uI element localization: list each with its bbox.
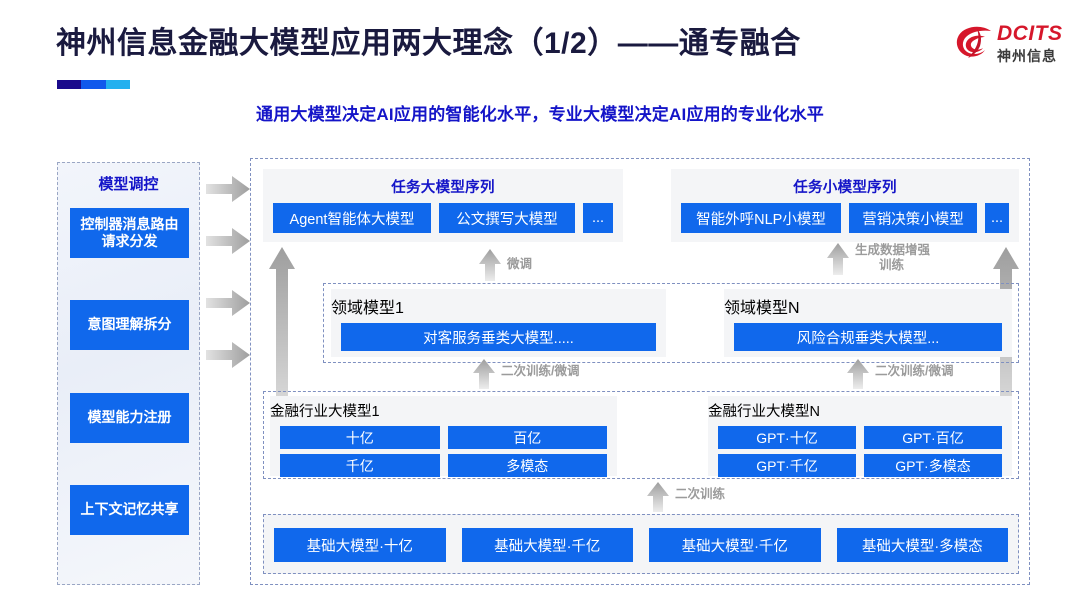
task-small-model-title: 任务小模型序列 <box>793 180 897 196</box>
control-item-router[interactable]: 控制器消息路由请求分发 <box>70 208 189 258</box>
control-item-intent[interactable]: 意图理解拆分 <box>70 300 189 350</box>
page-subtitle: 通用大模型决定AI应用的智能化水平，专业大模型决定AI应用的专业化水平 <box>256 105 824 124</box>
arrow-label-fine-tune: 微调 <box>507 257 533 271</box>
up-arrow-icon-retrain-left <box>473 359 495 389</box>
arrow-label-gen-data-aug-1: 生成数据增强 <box>855 243 931 257</box>
chip-base-billion[interactable]: 基础大模型·十亿 <box>274 528 446 562</box>
control-item-context-memory[interactable]: 上下文记忆共享 <box>70 485 189 535</box>
chip-task-small-more[interactable]: ... <box>985 203 1010 233</box>
company-logo: DCITS 神州信息 <box>955 22 1070 70</box>
chip-indn-gpt-multimodal[interactable]: GPT·多模态 <box>864 454 1002 477</box>
base-models-chips: 基础大模型·十亿 基础大模型·千亿 基础大模型·千亿 基础大模型·多模态 <box>264 515 1018 575</box>
model-control-title: 模型调控 <box>98 176 159 193</box>
up-arrow-icon-retrain-right <box>847 359 869 389</box>
chip-indn-gpt-billion[interactable]: GPT·十亿 <box>718 426 856 449</box>
model-control-panel: 模型调控 控制器消息路由请求分发 意图理解拆分 模型能力注册 上下文记忆共享 <box>57 162 200 585</box>
industry-model-n-chips: GPT·十亿 GPT·百亿 GPT·千亿 GPT·多模态 <box>708 421 1012 477</box>
domain-model-n-title: 领域模型N <box>724 300 800 317</box>
chip-base-hundred-billion-2[interactable]: 基础大模型·千亿 <box>649 528 821 562</box>
chip-ind1-hundred-billion[interactable]: 千亿 <box>280 454 440 477</box>
accent-bar <box>57 80 130 89</box>
task-large-model-title: 任务大模型序列 <box>391 180 495 196</box>
domain-models-wrapper: 领域模型1 对客服务垂类大模型..... 领域模型N 风险合规垂类大模型... <box>323 283 1019 363</box>
task-large-model-group: 任务大模型序列 Agent智能体大模型 公文撰写大模型 ... <box>263 169 623 242</box>
chip-customer-service-vertical-model[interactable]: 对客服务垂类大模型..... <box>341 323 656 351</box>
industry-model-1-group: 金融行业大模型1 十亿 百亿 千亿 多模态 <box>270 396 617 477</box>
industry-model-1-chips: 十亿 百亿 千亿 多模态 <box>270 421 617 477</box>
chip-ind1-multimodal[interactable]: 多模态 <box>447 454 607 477</box>
domain-model-1-group: 领域模型1 对客服务垂类大模型..... <box>331 289 666 357</box>
chip-indn-gpt-ten-billion[interactable]: GPT·百亿 <box>864 426 1002 449</box>
architecture-diagram: 任务大模型序列 Agent智能体大模型 公文撰写大模型 ... 任务小模型序列 … <box>250 158 1030 585</box>
arrow-label-retrain-finetune-left: 二次训练/微调 <box>501 364 580 378</box>
right-arrow-icon-3 <box>206 290 250 316</box>
chip-risk-compliance-vertical-model[interactable]: 风险合规垂类大模型... <box>734 323 1002 351</box>
chip-task-large-more[interactable]: ... <box>583 203 613 233</box>
task-large-model-chips: Agent智能体大模型 公文撰写大模型 ... <box>263 197 623 242</box>
arrow-label-retrain-finetune-right: 二次训练/微调 <box>875 364 954 378</box>
right-arrow-icon-1 <box>206 176 250 202</box>
chip-document-writing-model[interactable]: 公文撰写大模型 <box>439 203 575 233</box>
chip-indn-gpt-hundred-billion[interactable]: GPT·千亿 <box>718 454 856 477</box>
base-models-wrapper: 基础大模型·十亿 基础大模型·千亿 基础大模型·千亿 基础大模型·多模态 <box>263 514 1019 574</box>
task-small-model-group: 任务小模型序列 智能外呼NLP小模型 营销决策小模型 ... <box>671 169 1019 242</box>
industry-model-n-group: 金融行业大模型N GPT·十亿 GPT·百亿 GPT·千亿 GPT·多模态 <box>708 396 1012 477</box>
chip-ind1-ten-billion[interactable]: 百亿 <box>447 426 607 449</box>
right-arrow-icon-2 <box>206 228 250 254</box>
logo-brand: DCITS <box>997 22 1063 45</box>
chip-outbound-nlp-model[interactable]: 智能外呼NLP小模型 <box>681 203 841 233</box>
industry-models-wrapper: 金融行业大模型1 十亿 百亿 千亿 多模态 金融行业大模型N GPT·十亿 GP… <box>263 391 1019 479</box>
up-arrow-icon-finetune-left <box>479 249 501 281</box>
accent-segment-1 <box>57 80 81 89</box>
control-item-capability-register[interactable]: 模型能力注册 <box>70 393 189 443</box>
up-arrow-icon-tall-left <box>269 247 295 459</box>
chip-base-hundred-billion-1[interactable]: 基础大模型·千亿 <box>461 528 633 562</box>
chip-agent-large-model[interactable]: Agent智能体大模型 <box>273 203 431 233</box>
arrow-label-gen-data-aug-2: 训练 <box>879 258 905 272</box>
page-header: 神州信息金融大模型应用两大理念（1/2）——通专融合 通用大模型决定AI应用的智… <box>0 0 1080 140</box>
page-title: 神州信息金融大模型应用两大理念（1/2）——通专融合 <box>56 27 801 60</box>
domain-model-n-group: 领域模型N 风险合规垂类大模型... <box>724 289 1012 357</box>
up-arrow-icon-dataaug <box>827 243 849 275</box>
dcits-swirl-icon <box>956 26 991 58</box>
chip-ind1-billion[interactable]: 十亿 <box>280 426 440 449</box>
accent-segment-2 <box>81 80 106 89</box>
up-arrow-icon-retrain-center <box>647 482 669 512</box>
domain-model-1-title: 领域模型1 <box>331 300 404 317</box>
industry-model-n-title: 金融行业大模型N <box>708 404 820 420</box>
arrow-label-retrain: 二次训练 <box>675 487 726 501</box>
chip-marketing-decision-model[interactable]: 营销决策小模型 <box>849 203 977 233</box>
industry-model-1-title: 金融行业大模型1 <box>270 404 380 420</box>
chip-base-multimodal[interactable]: 基础大模型·多模态 <box>836 528 1008 562</box>
logo-brand-cn: 神州信息 <box>997 48 1057 64</box>
task-small-model-chips: 智能外呼NLP小模型 营销决策小模型 ... <box>671 197 1019 242</box>
accent-segment-3 <box>106 80 130 89</box>
right-arrow-icon-4 <box>206 342 250 368</box>
